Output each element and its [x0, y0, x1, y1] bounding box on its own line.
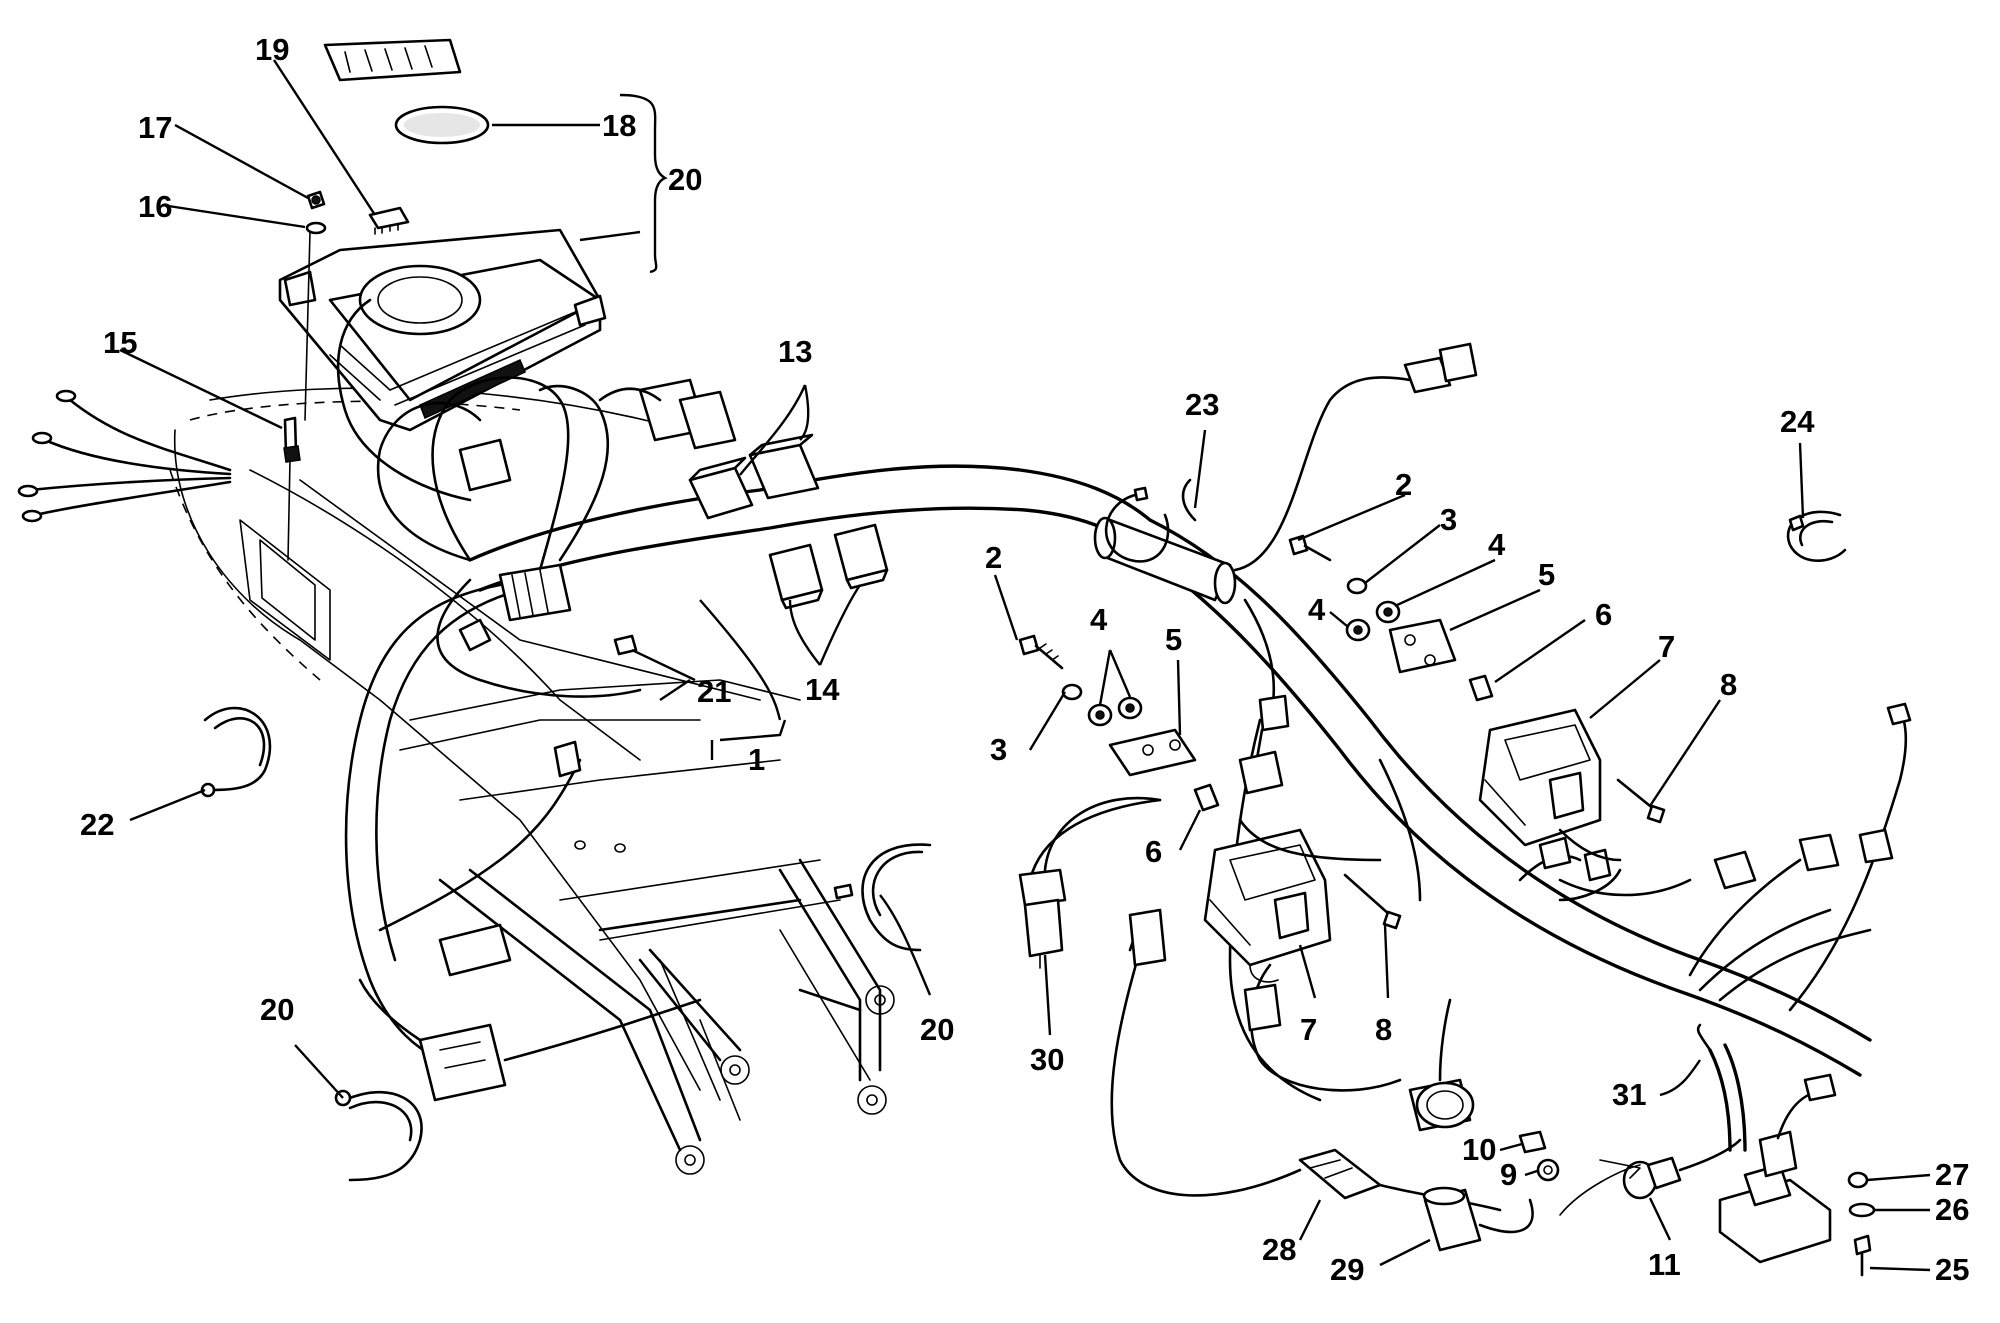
- screw-8-right: [1616, 778, 1666, 824]
- sensor-14: [283, 416, 301, 561]
- label-22: 22: [80, 807, 114, 842]
- clamp-20-left: [334, 1089, 423, 1182]
- sensor-11: [1559, 1138, 1742, 1216]
- label-15: 16: [138, 189, 172, 224]
- washer-3-right: [1346, 577, 1368, 595]
- ecu-gasket-17: [394, 105, 490, 145]
- label-8-center: 8: [1375, 1012, 1392, 1047]
- label-31: 31: [1612, 1077, 1646, 1112]
- part-labels: 19 17 16 18 20 15 13 14 21 1 22 20 20 23…: [80, 32, 1969, 1287]
- label-9: 9: [1500, 1157, 1517, 1192]
- relay-12a: [688, 456, 754, 520]
- label-4-left: 4: [1090, 602, 1108, 637]
- bolt-2-right: [1288, 534, 1332, 562]
- label-3-left: 3: [990, 732, 1007, 767]
- label-21: 21: [697, 674, 731, 709]
- leader-lines: [119, 59, 1931, 1272]
- label-27: 27: [1935, 1157, 1969, 1192]
- label-8-right: 8: [1720, 667, 1737, 702]
- label-5-right: 5: [1538, 557, 1555, 592]
- bolt-25: [1853, 1234, 1872, 1277]
- clamp-20-right: [833, 843, 932, 952]
- fuse-21: [613, 634, 638, 656]
- bushing-6-right: [1468, 674, 1494, 702]
- clamp-23: [1104, 478, 1197, 563]
- wire-ends-left: [17, 389, 232, 523]
- nut-9: [1536, 1158, 1560, 1182]
- main-wiring-harness: [336, 298, 1912, 1102]
- frame-outline: [169, 387, 871, 1121]
- label-5-left: 5: [1165, 622, 1182, 657]
- label-2-left: 2: [985, 540, 1002, 575]
- label-29: 29: [1330, 1252, 1364, 1287]
- label-4-right: 4: [1488, 527, 1506, 562]
- relay-13b: [833, 523, 889, 590]
- label-11: 11: [1648, 1247, 1681, 1282]
- label-4-right-b: 4: [1308, 592, 1326, 627]
- label-12: 13: [778, 334, 812, 369]
- label-1: 1: [748, 742, 765, 777]
- label-13: 14: [805, 672, 840, 707]
- bushing-6-left: [1193, 783, 1220, 812]
- label-6-right: 6: [1595, 597, 1612, 632]
- relay-13a: [768, 543, 824, 610]
- label-19: 20: [668, 162, 702, 197]
- clamp-22: [200, 706, 272, 798]
- relay-12b: [748, 433, 820, 500]
- label-20-left: 20: [260, 992, 294, 1027]
- screw-8-center: [1343, 873, 1402, 930]
- fitting-10: [1518, 1130, 1547, 1154]
- label-28: 28: [1262, 1232, 1296, 1267]
- ecu-housing: [278, 228, 607, 432]
- bracket-5-left: [1108, 728, 1197, 777]
- bolt-2-left: [1018, 634, 1064, 670]
- label-26: 26: [1935, 1192, 1969, 1227]
- label-18: 19: [255, 32, 289, 67]
- map-sensor-26: [1718, 1073, 1837, 1264]
- screw-27: [1847, 1171, 1869, 1189]
- label-16: 17: [138, 110, 172, 145]
- upper-right-connector: [1233, 342, 1478, 795]
- clamp-24: [1786, 510, 1847, 562]
- label-20-right: 20: [920, 1012, 954, 1047]
- swingarm-links: [438, 858, 895, 1175]
- washer-15: [305, 221, 327, 235]
- label-30: 30: [1030, 1042, 1064, 1077]
- label-25: 25: [1935, 1252, 1969, 1287]
- sensor-30: [1018, 796, 1162, 969]
- label-7-right: 7: [1658, 629, 1675, 664]
- ignition-coil-7-right: [1478, 708, 1602, 847]
- coil-leads: [1028, 798, 1622, 1092]
- grommet-26: [1848, 1202, 1876, 1218]
- label-7-center: 7: [1300, 1012, 1317, 1047]
- label-23: 23: [1185, 387, 1219, 422]
- ecu-chip-18: [368, 206, 410, 235]
- ignition-coil-7-center: [1203, 828, 1332, 983]
- label-17: 18: [602, 108, 636, 143]
- sensor-29: [1422, 1186, 1534, 1252]
- label-24: 24: [1780, 404, 1815, 439]
- spacers-4-left: [1087, 696, 1143, 727]
- nut-16: [306, 190, 326, 210]
- label-6-left: 6: [1145, 834, 1162, 869]
- spacers-4-right: [1345, 600, 1401, 642]
- hose-31: [1696, 1023, 1747, 1152]
- lower-harness-loop: [1110, 908, 1475, 1197]
- label-3-right: 3: [1440, 502, 1457, 537]
- label-2-right: 2: [1395, 467, 1412, 502]
- ecu-bolt-line: [304, 231, 311, 421]
- label-10: 10: [1462, 1132, 1496, 1167]
- bracket-5-right: [1388, 618, 1457, 674]
- ecu-lid-plate: [323, 38, 462, 82]
- washer-3-left: [1061, 683, 1083, 701]
- label-14: 15: [103, 325, 137, 360]
